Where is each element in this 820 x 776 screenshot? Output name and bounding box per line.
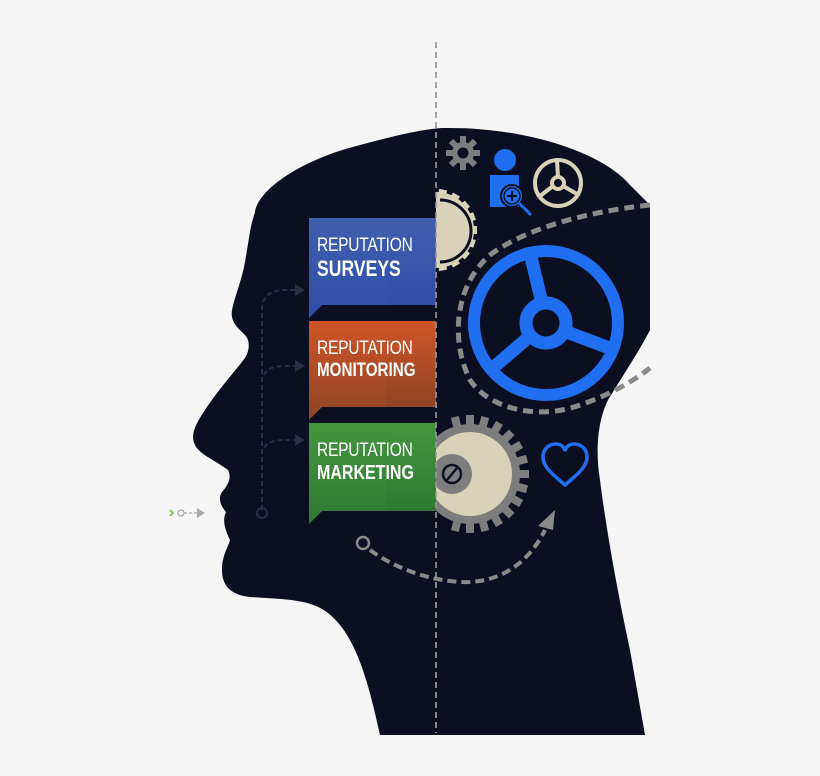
connector-arrows — [261, 289, 296, 510]
arrow-head-marketing — [295, 434, 305, 446]
orbit-dashes — [455, 202, 652, 415]
label-reputation-monitoring: REPUTATION MONITORING — [309, 321, 436, 407]
input-arrow-icon — [169, 508, 205, 518]
label-line2: SURVEYS — [317, 256, 401, 281]
connector-origin — [256, 507, 268, 519]
label-line2: MONITORING — [317, 360, 416, 381]
label-line1: REPUTATION — [317, 235, 413, 256]
label-reputation-surveys: REPUTATION SURVEYS — [309, 218, 436, 305]
user-search-icon — [490, 149, 532, 216]
gray-gear-icon — [420, 415, 529, 533]
small-gear-icon — [446, 136, 480, 170]
label-line1: REPUTATION — [317, 440, 413, 461]
arrow-head-surveys — [295, 284, 305, 296]
arrow-head-monitoring — [295, 360, 305, 372]
curved-arrow — [355, 510, 555, 585]
label-reputation-marketing: REPUTATION MARKETING — [309, 423, 436, 511]
label-line2: MARKETING — [317, 462, 414, 484]
heart-icon — [541, 442, 589, 488]
large-steering-wheel-icon — [468, 245, 624, 401]
label-line1: REPUTATION — [317, 338, 413, 359]
steering-wheel-icon — [533, 158, 583, 208]
